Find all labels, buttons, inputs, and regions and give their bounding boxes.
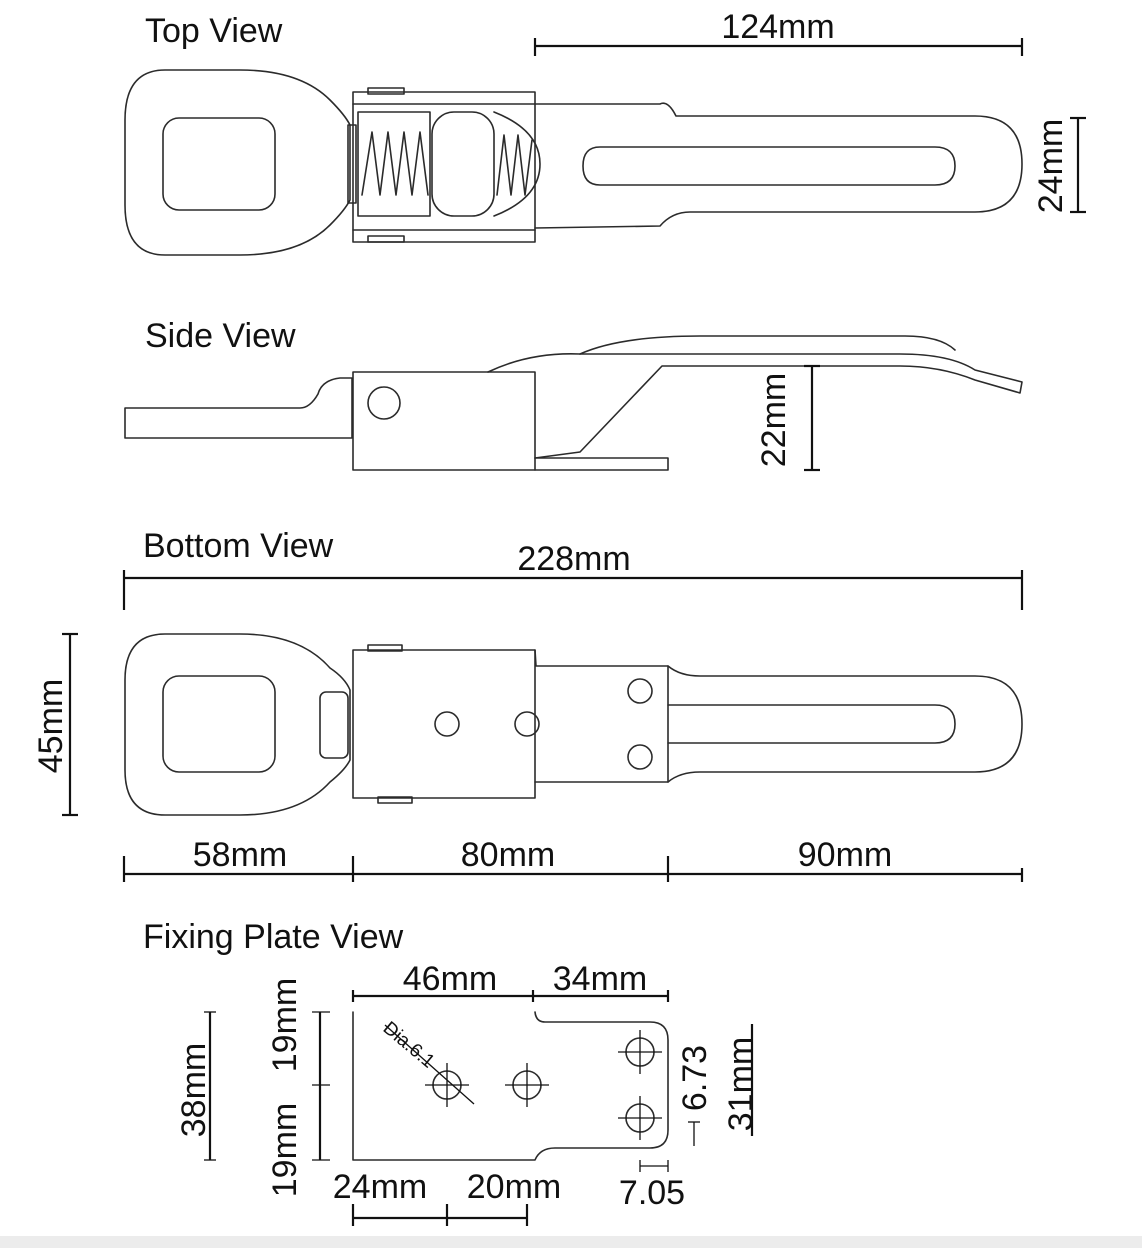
plate-width2-label: 34mm (553, 960, 647, 998)
bottom-view-plate (534, 649, 669, 783)
plate-hole-offset-label: 6.73 (676, 1045, 714, 1111)
side-view-pivot (367, 386, 401, 420)
side-view: Side View 22mm (124, 317, 1023, 472)
top-view-rivet-bottom (367, 235, 405, 243)
bottom-view-overall-label: 228mm (517, 540, 630, 578)
plate-hole-1 (384, 1024, 475, 1107)
top-view-lever (534, 102, 1023, 229)
bottom-view-hole-2 (514, 711, 540, 737)
plate-diameter-label: Dia.6.1 (379, 1018, 439, 1073)
plate-x1-label: 24mm (333, 1168, 427, 1206)
plate-total-height-label: 38mm (175, 1043, 213, 1137)
side-view-lever (487, 353, 1023, 459)
plate-view-title: Fixing Plate View (143, 918, 404, 956)
top-view-ring-opening (162, 117, 276, 211)
top-view-plunger (431, 111, 495, 217)
bottom-view-ring-opening (162, 675, 276, 773)
bottom-view-title: Bottom View (143, 527, 334, 565)
bottom-view-housing (352, 649, 536, 799)
plate-right-height-label: 31mm (722, 1037, 760, 1131)
page-bottom-edge (0, 1236, 1142, 1248)
bottom-view-lever-slot (667, 704, 956, 744)
bottom-view-hole-1 (434, 711, 460, 737)
bottom-view: Bottom View 228mm 45mm 58mm (32, 527, 1024, 882)
top-view-spring-left (361, 131, 429, 196)
top-view-rivet-top (367, 87, 405, 95)
bottom-view-seg3-label: 90mm (798, 836, 892, 874)
bottom-view-height-label: 45mm (32, 679, 70, 773)
bottom-view-rivet-bottom (377, 796, 413, 804)
bottom-view-hole-3 (627, 678, 653, 704)
top-view-hinge (347, 124, 357, 204)
plate-hole-4 (618, 1096, 662, 1140)
side-view-title: Side View (145, 317, 296, 355)
plate-height-top-label: 19mm (266, 978, 304, 1072)
top-view-width-label: 24mm (1032, 119, 1070, 213)
bottom-view-ring (124, 633, 351, 816)
side-view-hook (124, 377, 353, 439)
plate-x2-label: 20mm (467, 1168, 561, 1206)
top-view-title: Top View (145, 12, 283, 50)
bottom-view-lever (667, 665, 1023, 783)
plate-hole-3 (618, 1030, 662, 1074)
top-view-length-label: 124mm (721, 8, 834, 46)
bottom-view-link (319, 691, 349, 759)
bottom-view-rivet-top (367, 644, 403, 652)
top-view-spring-right (496, 134, 533, 196)
top-view-housing (352, 91, 536, 243)
side-view-housing (352, 371, 536, 471)
top-view-plunger-cap (493, 111, 541, 217)
top-view-lever-slot (582, 146, 956, 186)
side-view-height-label: 22mm (755, 373, 793, 467)
top-view-spring-left-box (357, 111, 431, 217)
plate-outline (352, 1011, 669, 1161)
bottom-view-seg2-label: 80mm (461, 836, 555, 874)
side-view-base-plate (534, 457, 669, 471)
side-view-lever-top (579, 335, 956, 355)
top-view-ring (124, 69, 351, 256)
plate-width1-label: 46mm (403, 960, 497, 998)
plate-edge-label: 7.05 (619, 1174, 685, 1212)
bottom-view-hole-4 (627, 744, 653, 770)
fixing-plate-view: Fixing Plate View 46mm 34mm (143, 918, 760, 1226)
top-view: Top View 124mm 24mm (124, 8, 1086, 256)
bottom-view-seg1-label: 58mm (193, 836, 287, 874)
plate-hole-2 (505, 1063, 549, 1107)
plate-height-bottom-label: 19mm (266, 1103, 304, 1197)
